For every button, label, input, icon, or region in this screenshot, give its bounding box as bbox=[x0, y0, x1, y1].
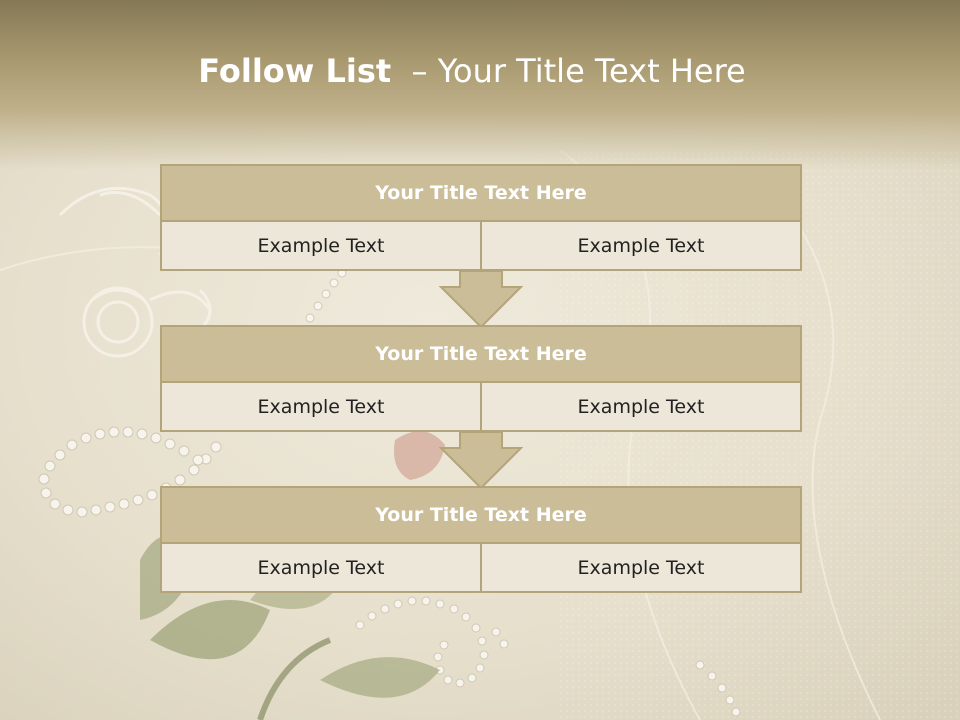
slide-title-bold: Follow List bbox=[198, 52, 392, 90]
list-box-3-cell-left: Example Text bbox=[162, 544, 480, 591]
list-box-1-header: Your Title Text Here bbox=[162, 166, 800, 222]
list-box-2-header: Your Title Text Here bbox=[162, 327, 800, 383]
slide-title: Follow List – Your Title Text Here bbox=[0, 52, 944, 90]
list-box-2-row: Example Text Example Text bbox=[162, 383, 800, 430]
list-box-1-row: Example Text Example Text bbox=[162, 222, 800, 269]
list-box-3-row: Example Text Example Text bbox=[162, 544, 800, 591]
list-box-1-cell-left: Example Text bbox=[162, 222, 480, 269]
title-band bbox=[0, 0, 960, 170]
list-box-3-cell-right: Example Text bbox=[480, 544, 800, 591]
list-box-3-header: Your Title Text Here bbox=[162, 488, 800, 544]
list-box-2-cell-right: Example Text bbox=[480, 383, 800, 430]
slide-title-rest: – Your Title Text Here bbox=[391, 52, 746, 90]
down-arrow-2 bbox=[438, 431, 524, 489]
list-box-1-cell-right: Example Text bbox=[480, 222, 800, 269]
pearl-strands bbox=[38, 248, 741, 717]
list-box-2-cell-left: Example Text bbox=[162, 383, 480, 430]
down-arrow-1 bbox=[438, 270, 524, 328]
list-box-1: Your Title Text Here Example Text Exampl… bbox=[160, 164, 802, 271]
list-box-3: Your Title Text Here Example Text Exampl… bbox=[160, 486, 802, 593]
list-box-2: Your Title Text Here Example Text Exampl… bbox=[160, 325, 802, 432]
